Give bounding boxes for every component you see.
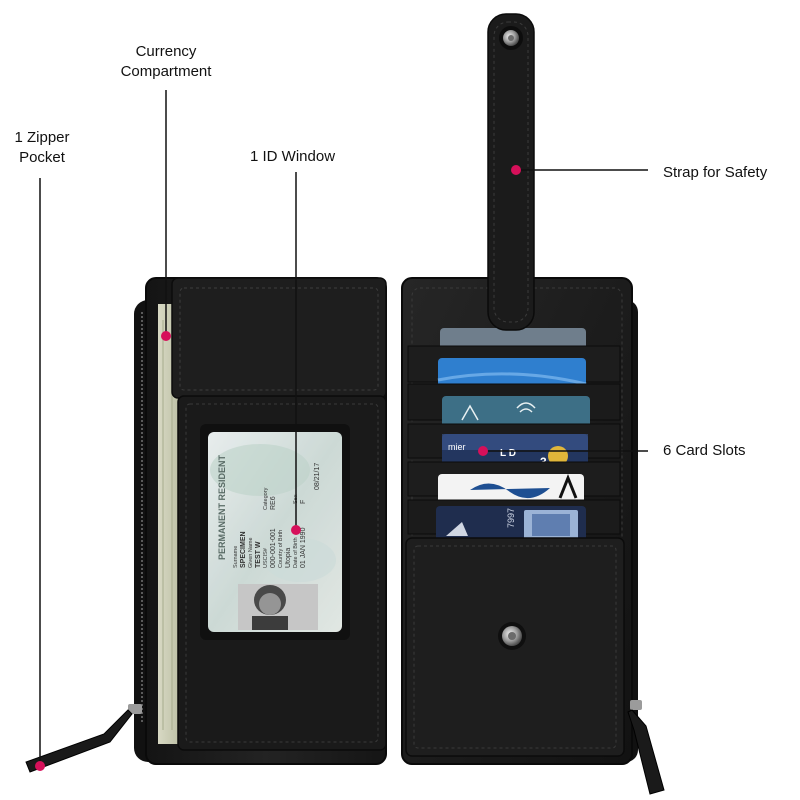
callout-dots xyxy=(35,165,521,771)
callout-lines xyxy=(39,90,648,764)
left-top-flap xyxy=(171,277,387,399)
zipper-pull-icon xyxy=(627,700,665,795)
zipper-pull-icon xyxy=(25,704,142,773)
card-letter xyxy=(558,473,578,499)
id-uscis-label: USCIS# xyxy=(263,547,269,568)
id-header: PERMANENT RESIDENT xyxy=(217,454,227,560)
card-text: mier xyxy=(448,442,466,452)
safety-strap xyxy=(487,13,535,331)
callout-label-currency: Currency Compartment xyxy=(106,42,226,82)
id-dob-label: Date of Birth xyxy=(293,537,299,568)
id-card-expires: 08/21/17 xyxy=(314,463,321,490)
id-pattern xyxy=(264,538,336,582)
pocket-stitching xyxy=(185,403,379,743)
card-wave xyxy=(470,483,550,499)
callout-label-strap: Strap for Safety xyxy=(663,164,768,181)
callout-label-zipper-pocket: 1 Zipper Pocket xyxy=(4,128,80,168)
id-surname: SPECIMEN xyxy=(240,531,247,568)
callout-dot-id xyxy=(291,525,301,535)
callout-dot-cards xyxy=(478,446,488,456)
callout-dot-zipper xyxy=(35,761,45,771)
callout-currency-line2: Compartment xyxy=(120,63,212,80)
callout-dot-currency xyxy=(161,331,171,341)
callout-label-card-slots: 6 Card Slots xyxy=(663,442,746,459)
card-text: L D xyxy=(500,448,516,459)
snap-button-icon xyxy=(499,26,523,50)
id-uscis: 000-001-001 xyxy=(270,528,277,568)
callout-zipper-line2: Pocket xyxy=(19,149,65,166)
strap-stitching xyxy=(493,21,529,323)
id-card: PERMANENT RESIDENT Surname SPECIMEN Give… xyxy=(208,432,342,632)
card-number-fragment: 7997 xyxy=(506,508,516,528)
id-dob: 01 JAN 1990 xyxy=(300,527,307,568)
card-logo xyxy=(446,522,468,536)
card-swoosh xyxy=(437,372,587,386)
right-wallet: mier L D 3 7997 xyxy=(401,13,665,795)
strap-body xyxy=(487,13,535,331)
callout-currency-line1: Currency xyxy=(135,43,197,60)
front-pocket-stitching xyxy=(413,545,617,749)
id-surname-label: Surname xyxy=(233,546,239,568)
snap-button-icon xyxy=(498,622,526,650)
card-band xyxy=(442,434,588,450)
callout-dot-strap xyxy=(511,165,521,175)
id-photo-face xyxy=(259,593,281,615)
id-given: TEST W xyxy=(255,541,262,568)
card-hologram-inner xyxy=(532,514,570,536)
window-glare xyxy=(208,432,342,632)
id-country: Utopia xyxy=(285,548,292,568)
card-logo xyxy=(461,404,479,421)
id-country-label: Country of Birth xyxy=(278,530,284,568)
id-photo-shoulders xyxy=(252,616,288,630)
id-category: RE6 xyxy=(270,496,277,510)
callout-zipper-line1: 1 Zipper xyxy=(14,129,70,146)
id-given-label: Given Name xyxy=(248,537,254,568)
contactless-icon xyxy=(516,402,536,413)
left-wallet: PERMANENT RESIDENT Surname SPECIMEN Give… xyxy=(25,277,387,773)
id-pattern xyxy=(210,444,310,496)
id-category-label: Category xyxy=(263,487,269,510)
card-slot: 7997 xyxy=(436,506,586,546)
flap-stitching xyxy=(179,287,379,391)
callout-label-id-window: 1 ID Window xyxy=(250,148,336,165)
id-sex: F xyxy=(300,500,307,504)
